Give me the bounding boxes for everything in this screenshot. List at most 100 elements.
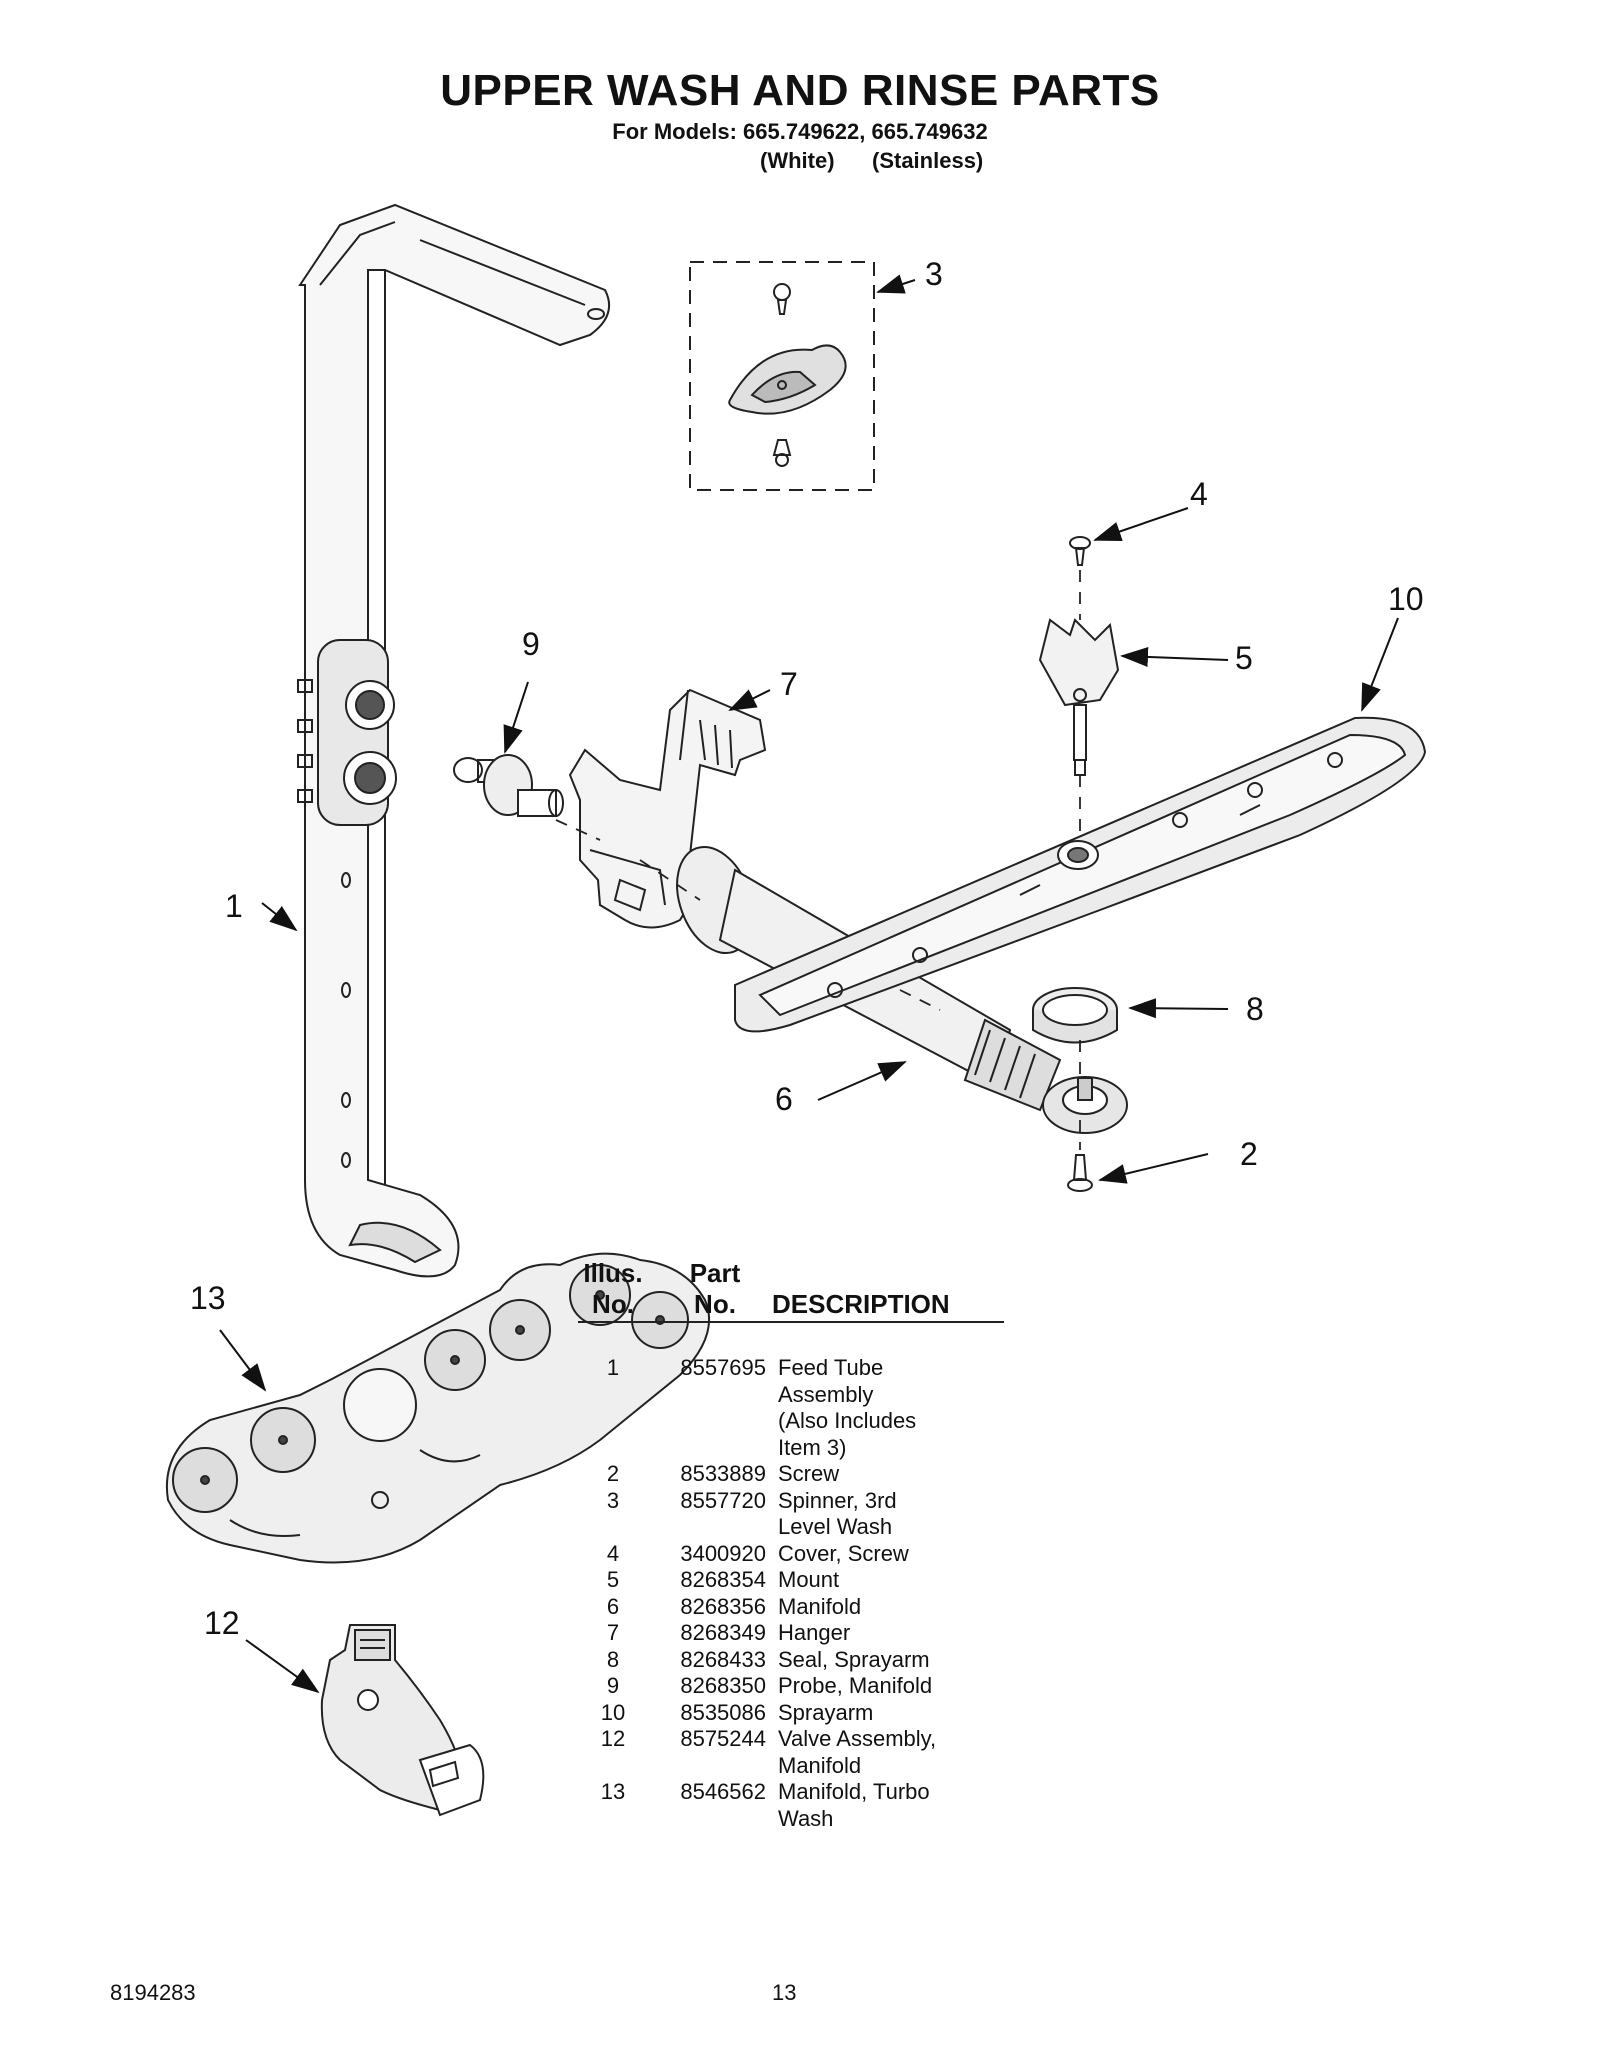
leader-arrows [219, 274, 1399, 1694]
description: Sprayarm [778, 1700, 978, 1727]
table-row: 2 8533889 Screw [578, 1461, 1008, 1488]
illus-no: 5 [606, 1567, 620, 1592]
description: Manifold [778, 1594, 978, 1621]
callout-4: 4 [1190, 476, 1208, 512]
sprayarm-part [734, 716, 1427, 1033]
illus-no: 2 [606, 1461, 620, 1486]
description-line: Manifold, Turbo [778, 1779, 930, 1804]
description-line: (Also Includes [778, 1408, 917, 1433]
description: Cover, Screw [778, 1541, 978, 1568]
description-line: Spinner, 3rd [778, 1487, 897, 1513]
illus-no: 4 [606, 1540, 620, 1566]
part-no: 8575244 [680, 1726, 766, 1751]
description-line: Mount [778, 1567, 840, 1592]
variant-stainless: (Stainless) [872, 148, 984, 173]
part-no: 8557695 [680, 1355, 766, 1380]
part-no: 8533889 [680, 1461, 766, 1486]
illus-no: 3 [606, 1487, 620, 1513]
part-no: 8546562 [680, 1779, 766, 1804]
callout-6: 6 [775, 1081, 793, 1117]
part-no: 3400920 [680, 1540, 766, 1566]
valve-assembly-part [320, 1624, 485, 1817]
illus-no: 1 [606, 1355, 620, 1380]
document-number: 8194283 [110, 1980, 196, 2005]
part-no: 8268356 [680, 1593, 766, 1619]
part-no: 8268433 [680, 1646, 766, 1672]
callout-8: 8 [1246, 991, 1264, 1027]
table-row: 10 8535086 Sprayarm [578, 1700, 1008, 1727]
callout-12: 12 [204, 1605, 240, 1641]
description-line: Valve Assembly, [778, 1726, 937, 1751]
feed-tube-part [297, 203, 610, 1278]
part-no: 8535086 [680, 1699, 766, 1725]
description: Probe, Manifold [778, 1673, 978, 1700]
callout-7: 7 [780, 666, 798, 702]
description-line: Manifold [778, 1593, 862, 1619]
table-row: 7 8268349 Hanger [578, 1620, 1008, 1647]
part-no: 8268349 [680, 1620, 766, 1645]
header-illus-no: Illus. No. [583, 1258, 643, 1320]
callout-10: 10 [1388, 581, 1424, 617]
description-line: Sprayarm [778, 1699, 874, 1725]
description-line: Seal, Sprayarm [778, 1646, 930, 1672]
description-line: Feed Tube [778, 1355, 884, 1380]
screw-part [1067, 1154, 1093, 1192]
description-line: Probe, Manifold [778, 1673, 933, 1698]
assembly-guides [555, 570, 1081, 1150]
mount-part [1038, 618, 1120, 776]
page-number: 13 [772, 1980, 797, 2005]
description-line: Cover, Screw [778, 1540, 909, 1566]
table-row: 5 8268354 Mount [578, 1567, 1008, 1594]
description: Mount [778, 1567, 978, 1594]
description: Screw [778, 1461, 978, 1488]
table-row: 4 3400920 Cover, Screw [578, 1541, 1008, 1568]
description-line: Wash [778, 1805, 834, 1831]
callout-1: 1 [225, 888, 243, 924]
page-title: UPPER WASH AND RINSE PARTS [440, 66, 1160, 115]
seal-part [1032, 987, 1118, 1044]
callout-9: 9 [522, 626, 540, 662]
table-rule [578, 1321, 1004, 1323]
callout-5: 5 [1235, 640, 1253, 676]
illus-no: 6 [606, 1593, 620, 1619]
description-line: Hanger [778, 1620, 851, 1645]
callout-3: 3 [925, 256, 943, 292]
description: Valve Assembly,Manifold [778, 1726, 978, 1779]
description-line: Level Wash [778, 1514, 893, 1539]
description-line: Item 3) [778, 1434, 847, 1460]
callout-13: 13 [190, 1280, 226, 1316]
spinner-part [689, 261, 875, 491]
table-row: 6 8268356 Manifold [578, 1594, 1008, 1621]
description-line: Assembly [778, 1381, 874, 1407]
parts-diagram [166, 203, 1427, 1817]
illus-no: 7 [606, 1620, 620, 1645]
header-part-no: Part No. [689, 1258, 741, 1320]
illus-no: 9 [606, 1673, 620, 1698]
probe-part [453, 754, 564, 817]
description-line: Screw [778, 1461, 840, 1486]
description-line: Manifold [778, 1752, 862, 1778]
illus-no: 10 [600, 1699, 626, 1725]
hanger-part [568, 688, 767, 929]
description: Seal, Sprayarm [778, 1647, 978, 1674]
part-no: 8557720 [680, 1487, 766, 1513]
table-row: 12 8575244 Valve Assembly,Manifold [578, 1726, 1008, 1779]
part-no: 8268354 [680, 1567, 766, 1592]
illus-no: 13 [600, 1779, 626, 1804]
description: Hanger [778, 1620, 978, 1647]
turbo-manifold-part [166, 1252, 711, 1564]
callout-2: 2 [1240, 1136, 1258, 1172]
illus-no: 12 [600, 1726, 626, 1751]
models-line: For Models: 665.749622, 665.749632 [612, 119, 988, 144]
header-description: DESCRIPTION [772, 1289, 950, 1319]
variant-white: (White) [760, 148, 835, 173]
